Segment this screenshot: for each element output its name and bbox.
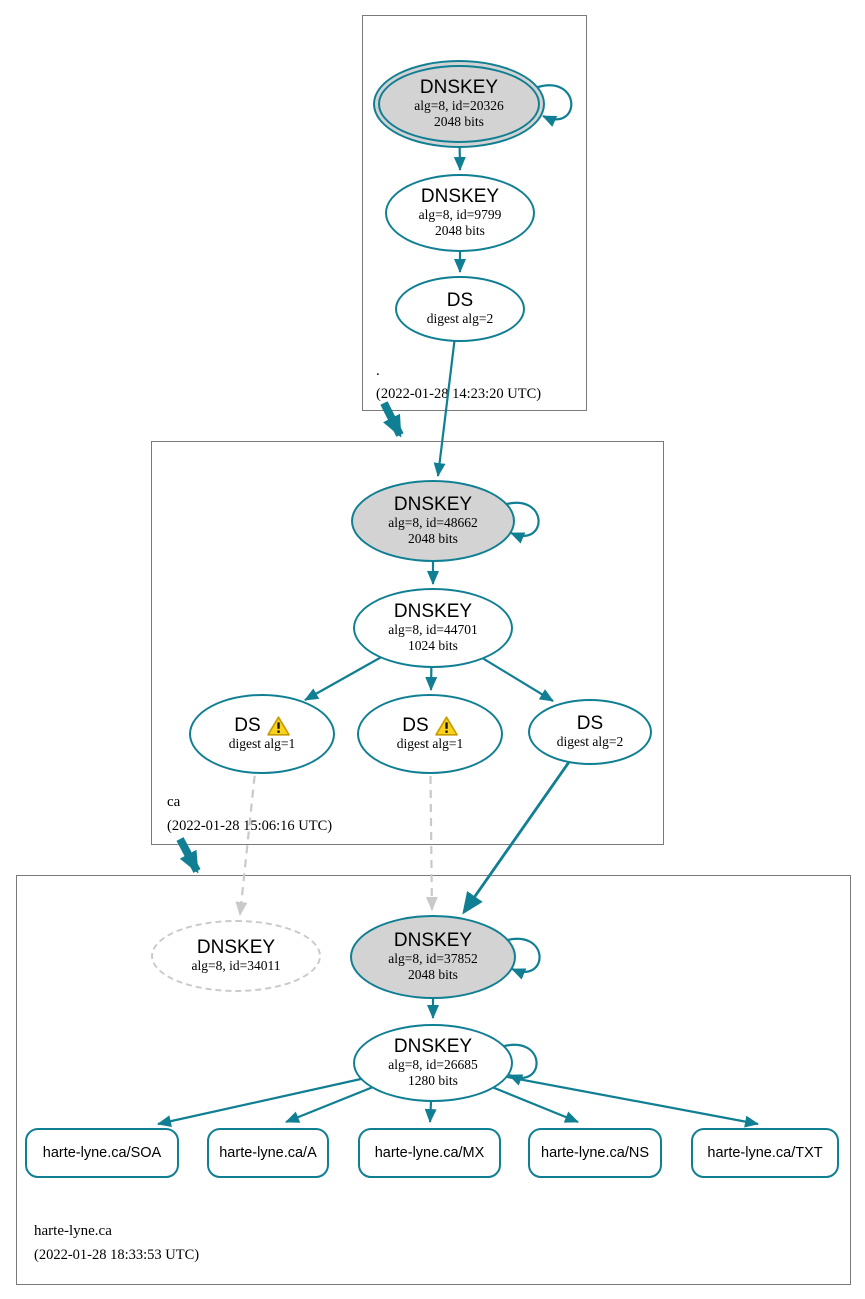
- edge-hl-ksk-self-sign: [503, 937, 541, 980]
- node-title: DNSKEY: [393, 600, 473, 622]
- rrset-label: harte-lyne.ca/MX: [374, 1145, 485, 1161]
- ds-node-ca-3[interactable]: DS digest alg=2: [528, 699, 652, 765]
- edge-hl-zsk-self-sign: [500, 1043, 538, 1086]
- node-detail: alg=8, id=9799: [418, 206, 502, 222]
- node-detail: alg=8, id=26685: [388, 1056, 478, 1072]
- dnskey-node-hl-zsk[interactable]: DNSKEY alg=8, id=26685 1280 bits: [353, 1024, 513, 1102]
- node-detail: alg=8, id=37852: [388, 950, 478, 966]
- edge-ca-to-hl-delegation: [176, 837, 201, 874]
- node-bits: 2048 bits: [434, 113, 484, 129]
- node-title: DNSKEY: [393, 929, 473, 951]
- node-title: DNSKEY: [420, 185, 500, 207]
- edge-ca-ksk-self-sign: [502, 501, 540, 544]
- node-bits: 1280 bits: [408, 1072, 458, 1088]
- node-title: DNSKEY: [393, 493, 473, 515]
- node-detail: alg=8, id=48662: [388, 514, 478, 530]
- node-detail: digest alg=1: [228, 735, 296, 751]
- zone-name: .: [376, 363, 380, 379]
- warning-icon: [434, 716, 458, 736]
- rrset-label: harte-lyne.ca/A: [219, 1145, 317, 1161]
- node-title: DS: [234, 714, 261, 736]
- node-detail: alg=8, id=44701: [388, 621, 478, 637]
- node-title: DS: [402, 714, 429, 736]
- rrset-mx[interactable]: harte-lyne.ca/MX: [358, 1128, 501, 1178]
- dnskey-node-ca-ksk[interactable]: DNSKEY alg=8, id=48662 2048 bits: [351, 480, 515, 562]
- edge-root-to-ca-delegation: [380, 401, 404, 438]
- rrset-txt[interactable]: harte-lyne.ca/TXT: [691, 1128, 839, 1178]
- rrset-label: harte-lyne.ca/SOA: [42, 1145, 162, 1161]
- dnskey-node-hl-missing[interactable]: DNSKEY alg=8, id=34011: [151, 920, 321, 992]
- node-bits: 2048 bits: [408, 966, 458, 982]
- rrset-a[interactable]: harte-lyne.ca/A: [207, 1128, 329, 1178]
- zone-timestamp: (2022-01-28 18:33:53 UTC): [34, 1247, 200, 1263]
- node-title: DS: [576, 712, 604, 734]
- node-title: DNSKEY: [393, 1035, 473, 1057]
- node-bits: 2048 bits: [435, 222, 485, 238]
- node-detail: digest alg=1: [396, 735, 464, 751]
- ds-node-ca-1[interactable]: DS digest alg=1: [189, 694, 335, 774]
- rrset-label: harte-lyne.ca/TXT: [707, 1145, 823, 1161]
- zone-timestamp: (2022-01-28 15:06:16 UTC): [167, 818, 333, 834]
- dnskey-node-hl-ksk[interactable]: DNSKEY alg=8, id=37852 2048 bits: [350, 915, 516, 999]
- rrset-soa[interactable]: harte-lyne.ca/SOA: [25, 1128, 179, 1178]
- node-title: DS: [446, 289, 474, 311]
- rrset-label: harte-lyne.ca/NS: [541, 1145, 649, 1161]
- zone-name: ca: [167, 794, 181, 810]
- node-detail: digest alg=2: [426, 310, 494, 326]
- node-title: DNSKEY: [419, 76, 499, 98]
- node-title: DNSKEY: [196, 936, 276, 958]
- edge-root-ksk-self-sign: [534, 84, 573, 127]
- node-bits: 2048 bits: [408, 530, 458, 546]
- ds-node-root[interactable]: DS digest alg=2: [395, 276, 525, 342]
- warning-icon: [266, 716, 290, 736]
- zone-timestamp: (2022-01-28 14:23:20 UTC): [376, 386, 542, 402]
- node-detail: alg=8, id=20326: [414, 97, 504, 113]
- dnskey-node-ca-zsk[interactable]: DNSKEY alg=8, id=44701 1024 bits: [353, 588, 513, 668]
- edge-root-ds-to-ca-ksk: [433, 319, 459, 477]
- zone-name: harte-lyne.ca: [34, 1223, 112, 1239]
- dnskey-node-root-ksk[interactable]: DNSKEY alg=8, id=20326 2048 bits: [373, 60, 545, 148]
- node-detail: digest alg=2: [556, 733, 624, 749]
- node-detail: alg=8, id=34011: [191, 957, 281, 973]
- node-bits: 1024 bits: [408, 637, 458, 653]
- rrset-ns[interactable]: harte-lyne.ca/NS: [528, 1128, 662, 1178]
- ds-node-ca-2[interactable]: DS digest alg=1: [357, 694, 503, 774]
- dnskey-node-root-zsk[interactable]: DNSKEY alg=8, id=9799 2048 bits: [385, 174, 535, 252]
